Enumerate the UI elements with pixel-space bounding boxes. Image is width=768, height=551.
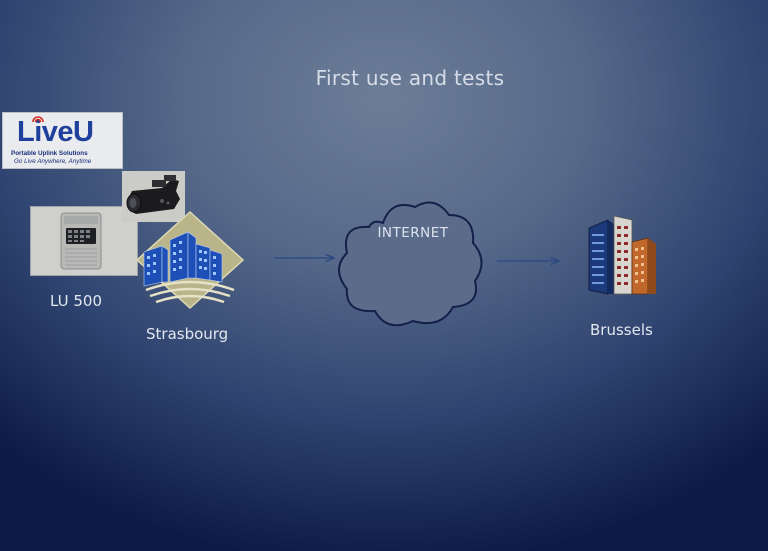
logo-brand-text: LiveU <box>17 116 94 148</box>
slide-title: First use and tests <box>315 66 505 90</box>
office-towers-icon <box>584 214 664 298</box>
network-label: INTERNET <box>377 225 449 241</box>
lu500-device-icon <box>30 206 138 276</box>
video-camera-icon <box>122 171 185 222</box>
origin-label: Strasbourg <box>146 325 229 343</box>
cloud-icon <box>338 201 483 327</box>
destination-label: Brussels <box>590 321 653 339</box>
device-label: LU 500 <box>50 292 102 310</box>
logo-tagline-2: Go Live Anywhere, Anytime <box>14 158 92 165</box>
logo-tagline-1: Portable Uplink Solutions <box>11 150 88 157</box>
liveu-logo: LiveU Portable Uplink Solutions Go Live … <box>2 112 123 169</box>
signal-waves-icon <box>32 116 44 123</box>
city-buildings-icon <box>134 210 246 316</box>
